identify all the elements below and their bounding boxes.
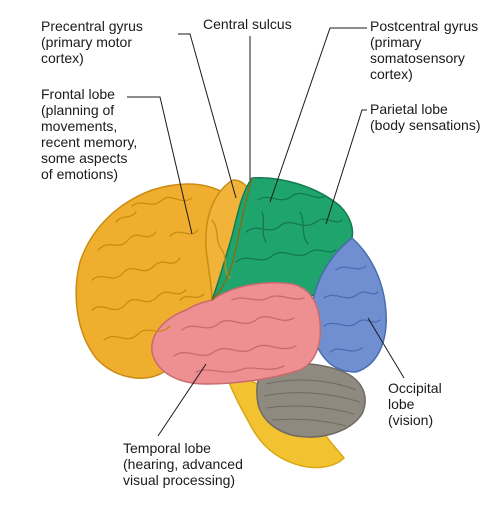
precentral-gyrus-label: Precentral gyrus (primary motor cortex) <box>41 18 143 66</box>
temporal-lobe <box>151 282 322 385</box>
cerebellum <box>256 363 366 438</box>
occipital-lobe <box>311 237 387 373</box>
leader-postcentral <box>269 27 367 203</box>
postcentral-gyrus-label: Postcentral gyrus (primary somatosensory… <box>370 18 479 82</box>
parietal-lobe-label: Parietal lobe (body sensations) <box>370 101 481 133</box>
leader-lines <box>127 27 405 437</box>
leader-frontal <box>127 96 193 235</box>
leader-parietal <box>325 109 367 225</box>
frontal-lobe-label: Frontal lobe (planning of movements, rec… <box>41 86 138 182</box>
leader-temporal <box>157 363 207 437</box>
central-sulcus-line <box>211 177 253 301</box>
central-sulcus-label: Central sulcus <box>203 16 292 32</box>
leader-occipital <box>367 317 405 379</box>
temporal-lobe-label: Temporal lobe (hearing, advanced visual … <box>123 440 243 488</box>
occipital-lobe-label: Occipital lobe (vision) <box>388 380 442 428</box>
leader-precentral <box>178 33 237 199</box>
